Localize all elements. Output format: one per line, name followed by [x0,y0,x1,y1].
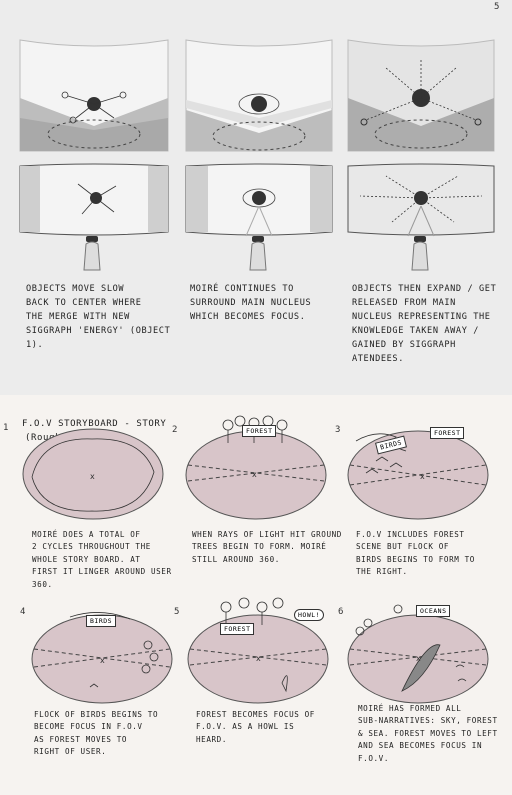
screen-sketch-3 [347,163,495,237]
svg-text:x: x [256,654,261,663]
page-number: 5 [494,2,500,12]
tag-birds-4: BIRDS [86,615,117,627]
storyboard-title-text: F.O.V STORYBOARD - STORY [22,419,167,429]
panel-number-3: 3 [335,425,341,435]
tag-forest-3: FOREST [430,427,465,439]
tag-howl-5: HOWL! [294,609,325,621]
panel-2-caption: WHEN RAYS OF LIGHT HIT GROUND TREES BEGI… [192,530,342,564]
panel-number-6: 6 [338,607,344,617]
svg-text:x: x [90,472,95,481]
dome-sketch-1 [19,39,169,152]
panel-number-1: 1 [3,423,9,433]
panel-1-caption: MOIRÉ DOES A TOTAL OF 2 CYCLES THROUGHOU… [32,530,172,589]
top-sketch-sheet: 5 [0,0,512,395]
svg-text:x: x [420,472,425,481]
panel-5-sketch: x [187,597,329,704]
top-caption-3: OBJECTS THEN EXPAND / GET RELEASED FROM … [352,284,497,364]
top-caption-1: OBJECTS MOVE SLOW BACK TO CENTER WHERE T… [26,284,171,350]
storyboard-title-note: (Rough) [25,433,68,443]
tag-forest-5: FOREST [220,623,255,635]
storyboard-title: F.O.V STORYBOARD - STORY (Rough) [22,403,166,445]
svg-text:x: x [416,654,421,663]
panel-number-4: 4 [20,607,26,617]
tag-oceans-6: OCEANS [416,605,451,617]
viewer-figure-2 [249,236,267,271]
panel-4-caption: FLOCK OF BIRDS BEGINS TO BECOME FOCUS IN… [34,710,159,757]
viewer-figure-3 [411,236,429,271]
top-caption-2: MOIRÉ CONTINUES TO SURROUND MAIN NUCLEUS… [190,284,312,322]
viewer-figure-1 [83,236,101,271]
panel-number-2: 2 [172,425,178,435]
svg-text:x: x [100,656,105,665]
dome-sketch-3 [347,39,495,152]
dome-sketch-2 [185,39,333,152]
bottom-storyboard-sheet: F.O.V STORYBOARD - STORY (Rough) 1 x 2 x… [0,395,512,795]
screen-sketch-1 [19,163,169,236]
screen-sketch-2 [185,163,333,237]
tag-forest-2: FOREST [242,425,277,437]
panel-number-5: 5 [174,607,180,617]
svg-text:x: x [252,470,257,479]
panel-6-caption: MOIRÉ HAS FORMED ALL SUB-NARRATIVES: SKY… [358,704,498,763]
panel-1-sketch: x [22,428,164,520]
panel-3-caption: F.O.V INCLUDES FOREST SCENE BUT FLOCK OF… [356,530,475,577]
panel-5-caption: FOREST BECOMES FOCUS OF F.O.V. AS A HOWL… [196,710,315,744]
panel-3-sketch: x [347,430,489,520]
